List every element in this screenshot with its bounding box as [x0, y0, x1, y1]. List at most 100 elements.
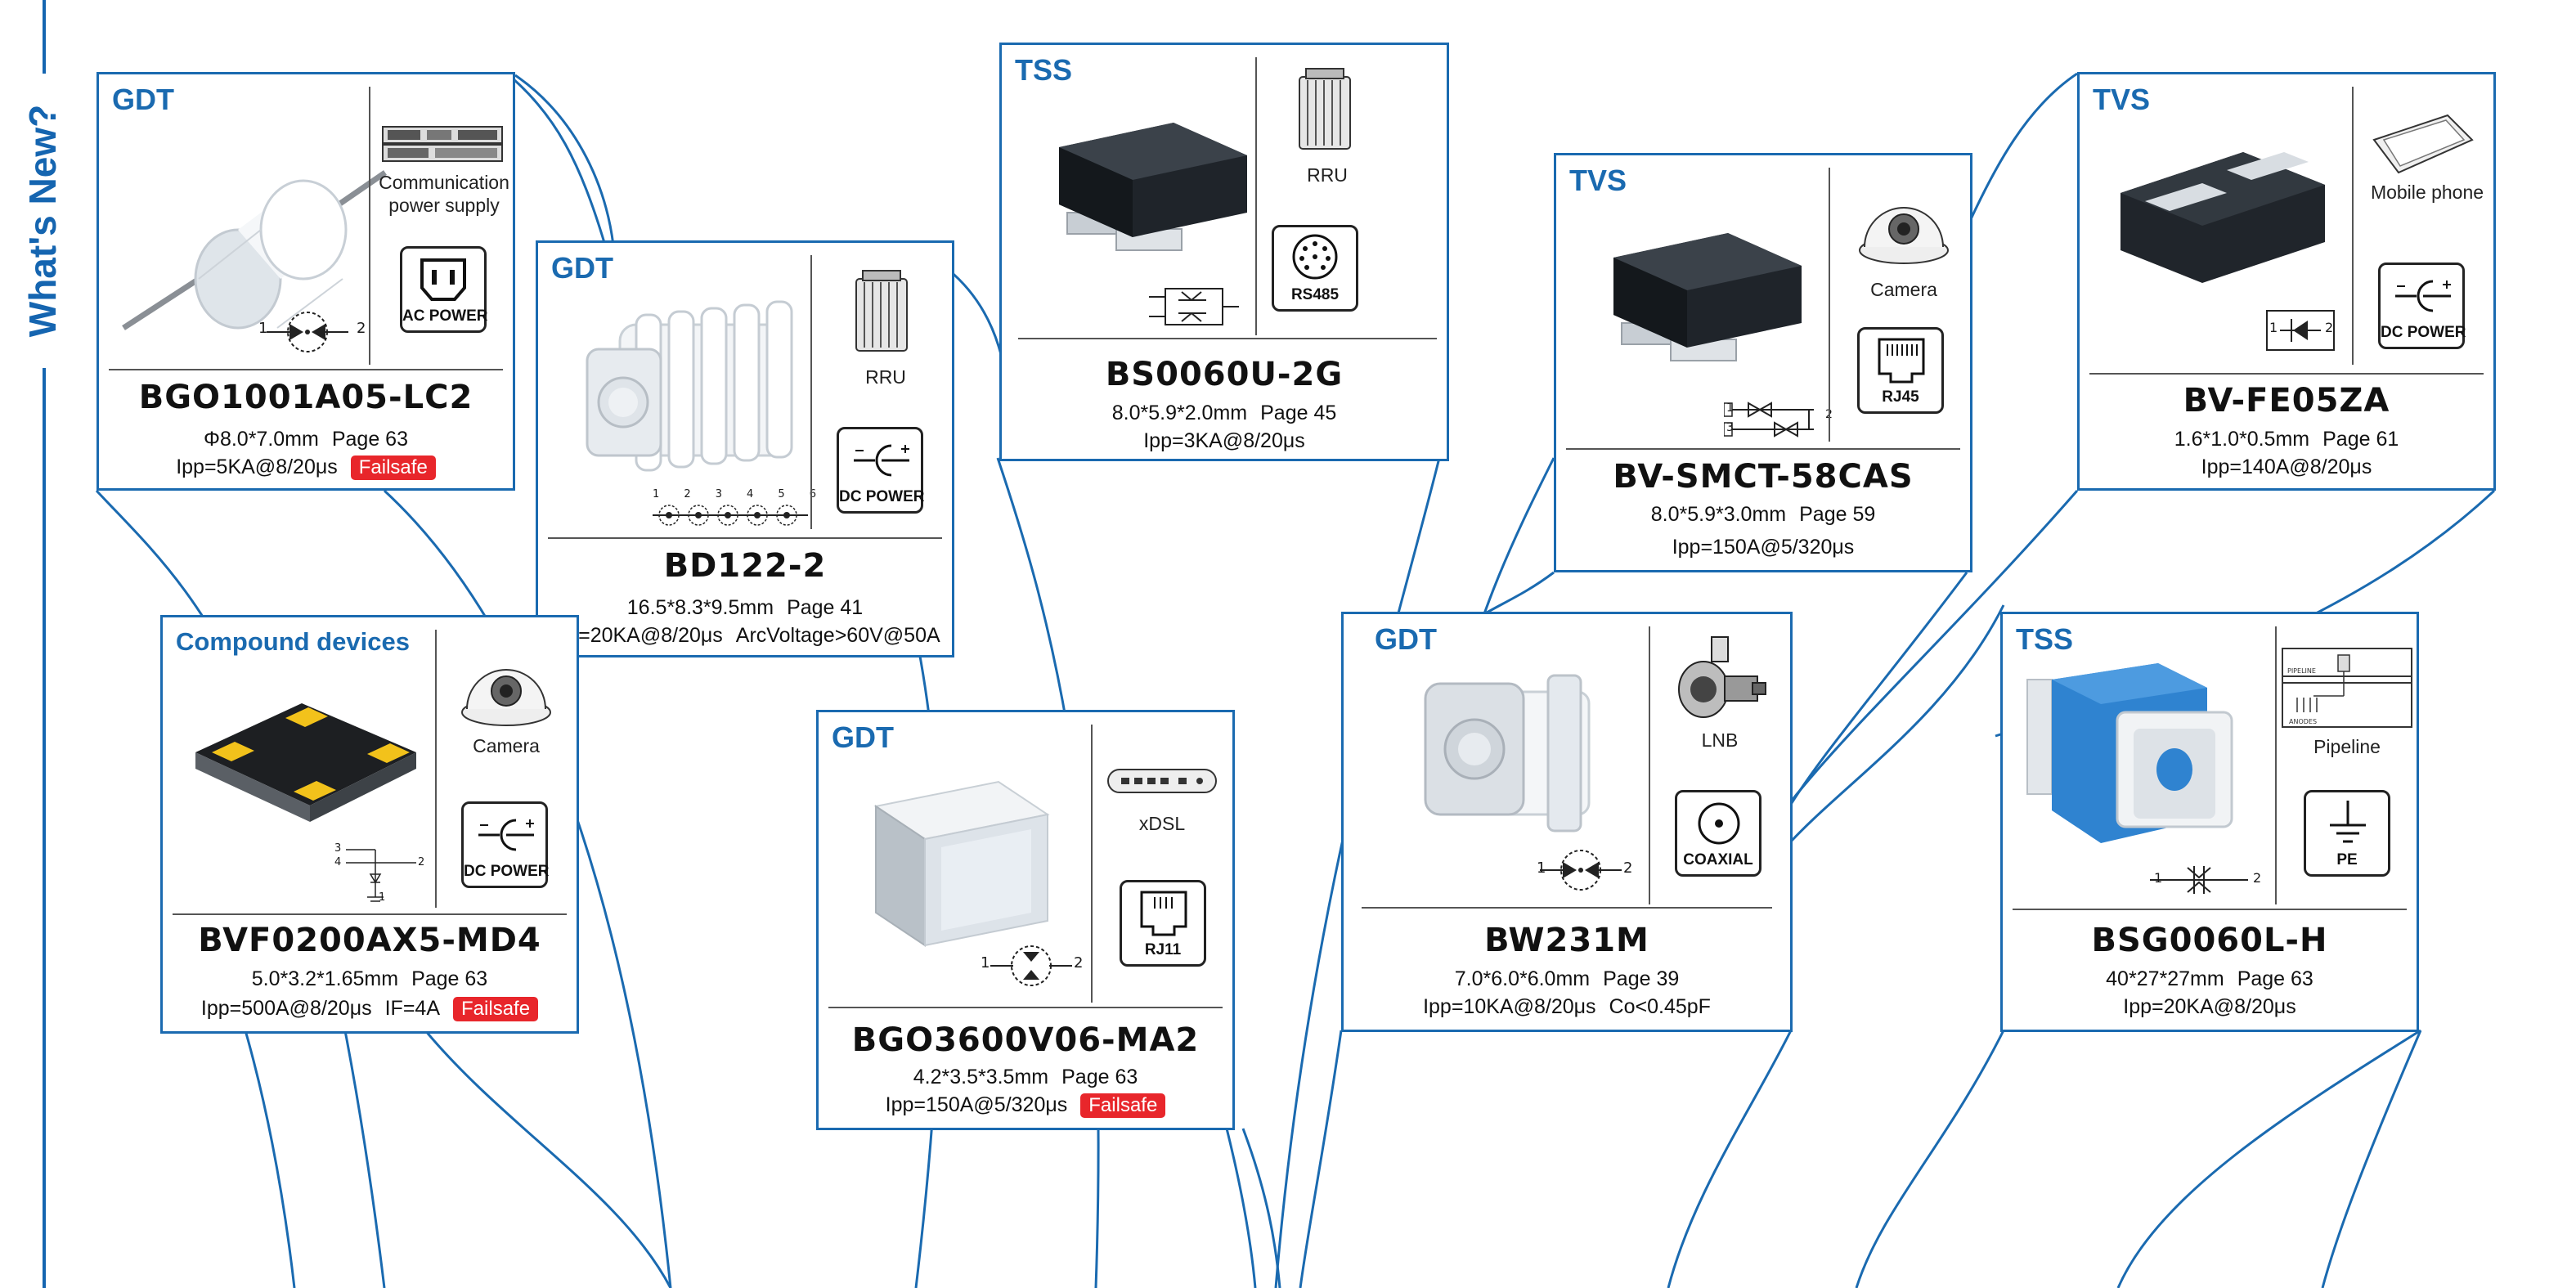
product-category: Compound devices — [176, 627, 410, 656]
product-name: BW231M — [1484, 922, 1649, 959]
port-label: RJ11 — [1144, 941, 1182, 958]
pin-label: 1 — [379, 891, 386, 904]
title-rule-bottom — [43, 368, 46, 1288]
tvs-smd-product-image — [1613, 233, 1802, 361]
product-dims: 7.0*6.0*6.0mm — [1454, 967, 1591, 990]
product-card-bv-fe05za[interactable]: TVS 1 2 Mobile phone DC POWER BV-FE05ZA … — [2077, 72, 2496, 491]
port-label: RS485 — [1290, 286, 1340, 303]
anodes-text: ANODES — [2289, 718, 2317, 725]
row-divider — [828, 1007, 1223, 1008]
product-name: BS0060U-2G — [1105, 356, 1344, 393]
product-card-bsg0060l-h[interactable]: TSS 1 2 PIPELINE ANODES Pipeline — [2000, 612, 2419, 1032]
port-dc-power: DC POWER — [837, 427, 925, 514]
product-dims: 16.5*8.3*9.5mm — [626, 596, 774, 619]
pin-label: 2 — [2325, 320, 2334, 335]
product-rating: Ipp=3KA@8/20μs — [1143, 429, 1305, 452]
product-rating: Ipp=140A@8/20μs — [2201, 456, 2372, 478]
row-divider — [2089, 373, 2484, 375]
pin-label: 3 — [715, 488, 722, 500]
application-label: RRU — [1307, 164, 1348, 186]
gdt-symbol-icon — [1540, 850, 1622, 891]
product-name: BGO3600V06-MA2 — [851, 1021, 1200, 1059]
product-category: TVS — [1569, 164, 1627, 197]
application-label: Camera — [473, 735, 540, 756]
product-page: Page 63 — [331, 428, 408, 451]
product-dims: 8.0*5.9*2.0mm — [1111, 402, 1248, 424]
application-label: Mobile phone — [2370, 182, 2484, 203]
product-name: BGO1001A05-LC2 — [138, 379, 473, 416]
pin-label: 1 — [981, 954, 990, 972]
product-card-bgo3600v06-ma2[interactable]: GDT 1 2 xDSL RJ11 BGO3600V06-MA2 4.2*3.5… — [816, 710, 1235, 1130]
product-category: TSS — [1015, 53, 1073, 87]
row-divider — [548, 537, 942, 539]
lnb-satellite-icon — [1678, 636, 1766, 718]
pin-label: 2 — [2253, 870, 2262, 886]
pin-label: 1 — [258, 320, 268, 337]
product-rating: Ipp=5KA@8/20μs — [176, 456, 338, 478]
column-divider — [1091, 725, 1093, 1003]
pin-label: 2 — [357, 320, 366, 337]
port-rj11: RJ11 — [1120, 880, 1206, 967]
page-title-wrap: What's New? — [18, 90, 67, 352]
port-coaxial: COAXIAL — [1675, 790, 1761, 877]
column-divider — [1829, 168, 1830, 442]
row-divider — [109, 369, 503, 370]
port-label: DC POWER — [2381, 324, 2466, 341]
product-name: BSG0060L-H — [2091, 922, 2328, 959]
product-card-bs0060u-2g[interactable]: TSS RRU RS485 BS0060U-2G 8.0*5.9*2.0mm Pa… — [999, 43, 1449, 461]
product-dims: 4.2*3.5*3.5mm — [913, 1066, 1049, 1088]
product-card-bw231m[interactable]: GDT 1 2 LNB COAXIAL BW231M 7.0*6.0*6.0mm… — [1341, 612, 1793, 1032]
product-card-bv-smct-58cas[interactable]: TVS 1 3 2 Camera RJ45 BV-SMCT-58CAS — [1554, 153, 1972, 572]
column-divider — [2352, 87, 2354, 365]
port-label: DC POWER — [839, 488, 925, 505]
row-divider — [1362, 907, 1772, 909]
product-page: Page 59 — [1799, 503, 1876, 526]
product-card-bgo1001a05-lc2[interactable]: GDT 1 2 Communication power supply AC PO… — [96, 72, 515, 491]
gdt-symbol-icon — [267, 312, 348, 352]
application-label: xDSL — [1138, 813, 1186, 834]
product-name: BV-SMCT-58CAS — [1613, 458, 1914, 496]
rj11-jack-icon — [1140, 891, 1187, 936]
gdt-smd-cube-product-image — [873, 780, 1050, 947]
product-dims: 40*27*27mm — [2106, 967, 2224, 990]
port-rj45: RJ45 — [1857, 327, 1944, 414]
column-divider — [1255, 57, 1257, 335]
column-divider — [810, 255, 812, 529]
dome-camera-icon — [461, 669, 551, 726]
port-label: DC POWER — [464, 863, 550, 880]
pin-label: 2 — [1074, 954, 1084, 972]
dc-power-jack-icon — [478, 819, 534, 851]
product-dims: 8.0*5.9*3.0mm — [1650, 503, 1787, 526]
product-extra: Co<0.45pF — [1609, 995, 1711, 1018]
application-label: Pipeline — [2313, 736, 2381, 757]
product-page: Page 61 — [2322, 428, 2399, 451]
pin-label: 1 — [653, 488, 660, 500]
failsafe-badge: Failsafe — [350, 456, 436, 480]
product-rating: Ipp=500A@8/20μs — [200, 997, 372, 1020]
product-page: Page 45 — [1260, 402, 1337, 424]
tss-symbol-icon — [1149, 288, 1239, 325]
column-divider — [2275, 626, 2277, 904]
column-divider — [1649, 626, 1650, 904]
port-dc-power: DC POWER — [2378, 263, 2466, 349]
product-category: GDT — [551, 251, 613, 285]
application-label: Camera — [1870, 279, 1937, 300]
product-dims: 1.6*1.0*0.5mm — [2174, 428, 2310, 451]
product-category: TVS — [2093, 83, 2151, 116]
column-divider — [435, 630, 437, 908]
application-label: LNB — [1701, 729, 1739, 751]
row-divider — [1566, 448, 1960, 450]
pin-label: 4 — [747, 488, 754, 500]
product-rating: Ipp=20KA@8/20μs — [2123, 995, 2296, 1018]
port-ac-power: AC POWER — [400, 246, 488, 333]
mobile-phone-icon — [2372, 114, 2474, 174]
tss-smd-product-image — [1059, 123, 1247, 251]
tvs-dfn-product-image — [2120, 152, 2325, 283]
pipeline-diagram-icon: PIPELINE ANODES — [2282, 648, 2412, 728]
port-dc-power: DC POWER — [461, 801, 550, 888]
rru-unit-icon — [855, 270, 908, 352]
gdt-axial-product-image — [122, 170, 387, 330]
product-card-bvf0200ax5-md4[interactable]: Compound devices 3 4 2 1 Camera — [160, 615, 579, 1034]
application-label: RRU — [865, 366, 906, 388]
